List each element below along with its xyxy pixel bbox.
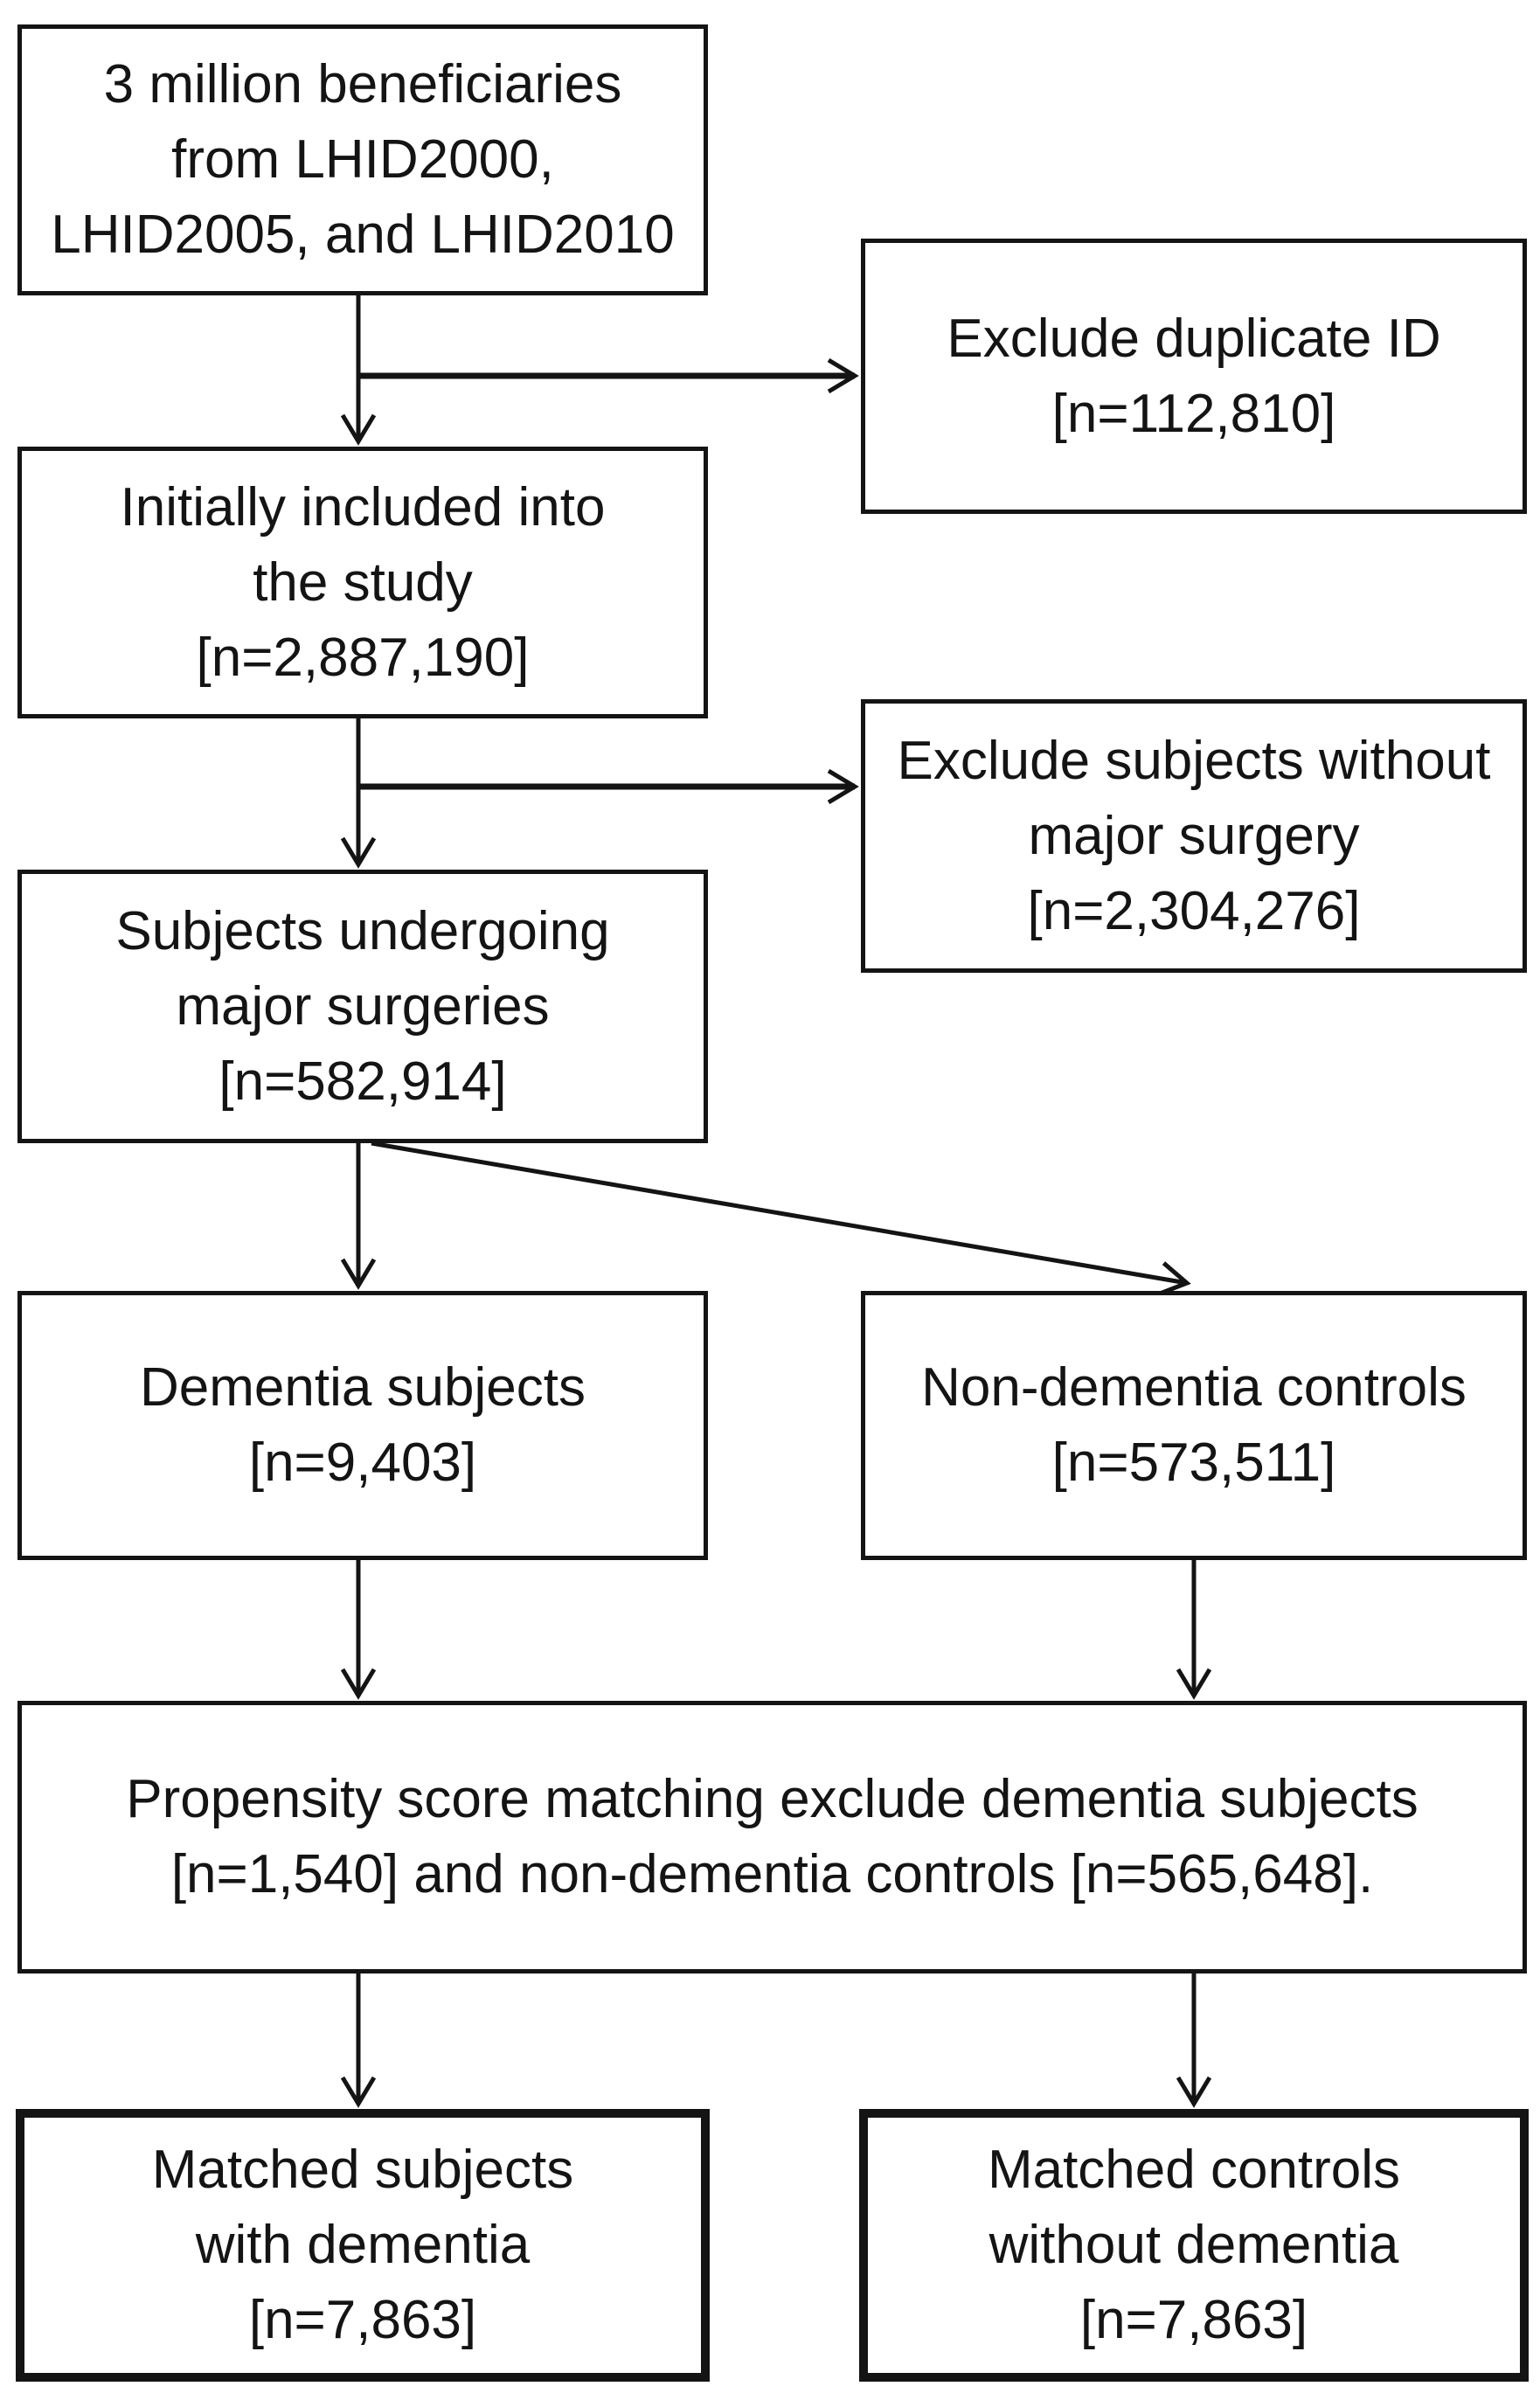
box-text-line: the study <box>253 551 473 613</box>
box-text-line: [n=2,887,190] <box>196 627 530 688</box>
box-exclude-without-major-surgery: Exclude subjects without major surgery [… <box>861 699 1527 973</box>
box-text-line: [n=7,863] <box>1079 2290 1308 2350</box>
box-text-line: [n=9,403] <box>248 1432 477 1493</box>
box-text-line: Propensity score matching exclude dement… <box>126 1769 1419 1829</box>
box-text-line: from LHID2000, <box>171 129 554 190</box>
box-dementia-subjects: Dementia subjects [n=9,403] <box>17 1291 708 1560</box>
box-text-line: without dementia <box>989 2215 1399 2275</box>
box-text-line: [n=2,304,276] <box>1027 880 1361 941</box>
box-text-line: Subjects undergoing <box>115 900 610 961</box>
box-text-line: Dementia subjects <box>139 1357 586 1418</box>
box-text-line: Exclude duplicate ID <box>947 308 1441 369</box>
box-text-line: [n=1,540] and non-dementia controls [n=5… <box>170 1844 1374 1904</box>
box-matched-subjects-with-dementia: Matched subjects with dementia [n=7,863] <box>16 2109 710 2382</box>
box-text-line: [n=112,810] <box>1051 383 1336 444</box>
box-matched-controls-without-dementia: Matched controls without dementia [n=7,8… <box>859 2109 1529 2382</box>
box-text-line: Exclude subjects without <box>897 730 1491 791</box>
box-text-line: LHID2005, and LHID2010 <box>51 205 675 265</box>
box-text-line: Initially included into <box>120 476 606 538</box>
arrow-surgeries-to-non-dementia <box>371 1141 1191 1297</box>
box-non-dementia-controls: Non-dementia controls [n=573,511] <box>861 1291 1527 1560</box>
box-text-line: major surgery <box>1028 805 1360 866</box>
box-text-line: [n=7,863] <box>248 2290 477 2350</box>
box-text-line: [n=582,914] <box>219 1051 507 1112</box>
box-propensity-score-matching: Propensity score matching exclude dement… <box>17 1701 1527 1973</box>
box-text-line: Matched controls <box>987 2140 1401 2200</box>
box-major-surgeries: Subjects undergoing major surgeries [n=5… <box>17 870 708 1143</box>
box-initially-included: Initially included into the study [n=2,8… <box>17 447 708 718</box>
box-text-line: major surgeries <box>176 975 550 1037</box>
box-source-population: 3 million beneficiaries from LHID2000, L… <box>17 24 708 295</box>
box-text-line: Matched subjects <box>151 2140 574 2200</box>
box-text-line: with dementia <box>195 2215 531 2275</box>
box-text-line: Non-dementia controls <box>921 1357 1467 1418</box>
box-exclude-duplicate-id: Exclude duplicate ID [n=112,810] <box>861 239 1527 514</box>
box-text-line: [n=573,511] <box>1051 1432 1336 1493</box>
box-text-line: 3 million beneficiaries <box>103 54 622 114</box>
